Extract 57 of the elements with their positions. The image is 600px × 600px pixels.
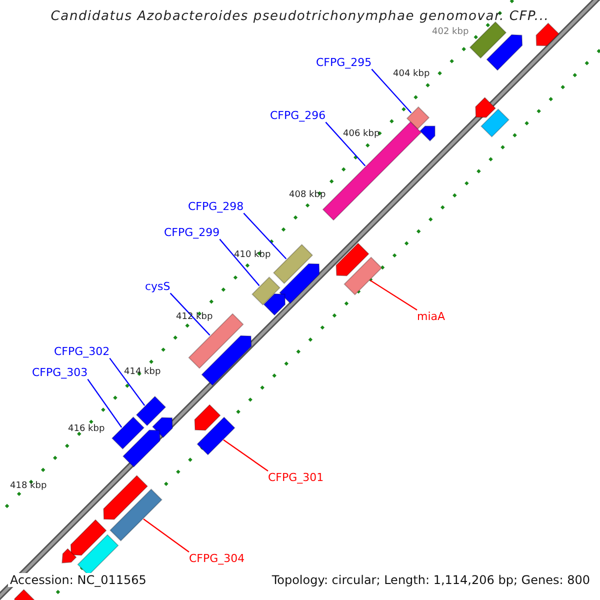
scale-label: 416 kbp [68,424,105,435]
gene-feature [111,416,145,450]
scale-label: 414 kbp [124,367,161,378]
scale-label: 402 kbp [432,27,469,38]
leader-line [170,292,210,336]
gene-feature [279,263,320,304]
gene-feature [263,293,286,316]
leader-line [87,378,122,428]
gene-feature [103,474,148,520]
gene-label: CFPG_303 [32,366,88,380]
leader-line [371,68,412,114]
leader-line [143,518,190,552]
gene-feature [406,106,430,130]
gene-label: CFPG_296 [270,109,326,122]
gene-feature [475,96,496,118]
gene-feature [336,242,370,276]
gene-feature [201,335,252,386]
gene-feature [194,404,221,431]
gene-feature [152,417,173,438]
title: Candidatus Azobacteroides pseudotrichonymphae genomovar. CFP... [50,9,550,25]
gene-feature [252,276,280,306]
footer-text: Accession: NC_011565 [8,573,148,588]
gene-label: CFPG_302 [54,345,110,358]
scale-label: 412 kbp [176,312,213,323]
gene-feature [70,519,107,556]
gene-feature [62,548,77,564]
footer-text: Topology: circular; Length: 1,114,206 bp; Genes: 800 [270,573,592,588]
gene-feature [419,126,436,142]
gene-label: CFPG_298 [188,200,244,214]
gene-label: miaA [417,310,446,324]
leader-line [223,439,268,472]
gene-label: CFPG_304 [189,552,245,566]
gene-feature [122,430,160,468]
gene-feature [110,488,162,542]
scale-label: 408 kbp [289,190,326,201]
gene-label: cysS [145,280,170,294]
leader-line [325,122,366,166]
gene-feature [136,396,166,426]
gene-feature [344,256,382,296]
leader-line [109,358,146,406]
gene-label: CFPG_301 [268,471,324,484]
scale-label: 404 kbp [393,69,430,80]
gene-label: CFPG_295 [316,56,372,70]
gene-feature [272,244,314,284]
gene-feature [486,34,523,71]
scale-label: 410 kbp [234,250,271,261]
gene-label: CFPG_299 [164,226,220,240]
leader-line [370,280,418,310]
gene-feature [196,416,236,456]
gene-feature [469,21,507,59]
scale-label: 418 kbp [10,481,47,492]
gene-feature [536,22,560,46]
scale-label: 406 kbp [343,129,380,140]
gene-feature [480,108,510,138]
leader-line [243,212,287,260]
leader-line [219,238,260,286]
gene-feature [77,534,119,576]
